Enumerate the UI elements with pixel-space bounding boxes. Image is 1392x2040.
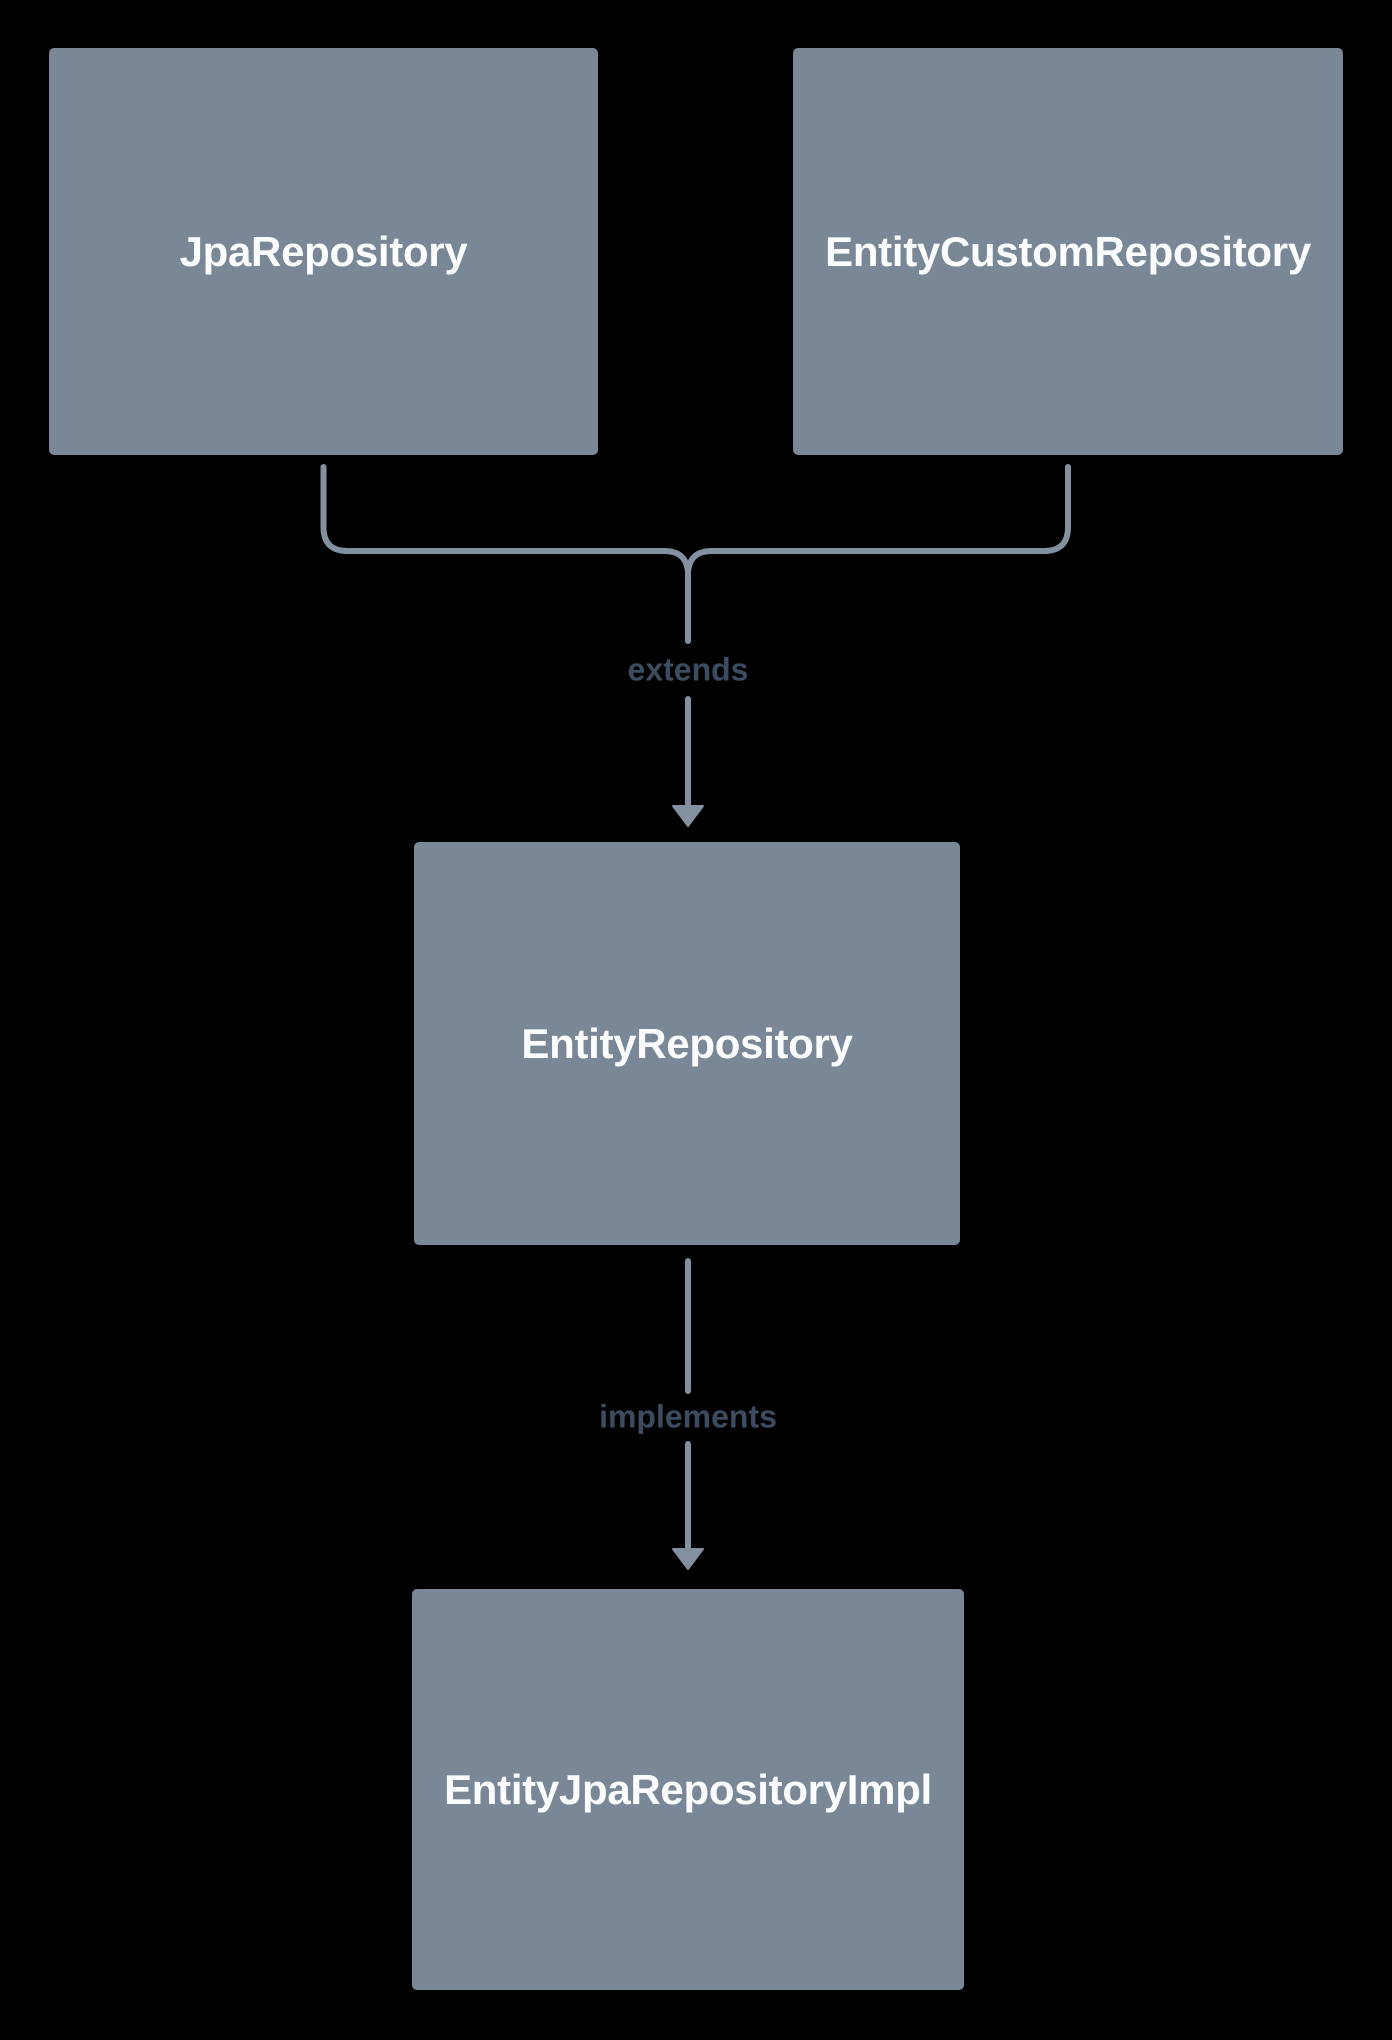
edge-extends-left-branch (320, 464, 691, 578)
node-entity-jpa-repository-impl: EntityJpaRepositoryImpl (412, 1589, 964, 1990)
node-label: EntityCustomRepository (825, 227, 1311, 275)
edge-label-implements: implements (599, 1398, 777, 1435)
edge-extends-right-branch (685, 464, 1071, 578)
node-label: EntityJpaRepositoryImpl (444, 1765, 932, 1813)
arrow-down-icon (672, 805, 704, 827)
node-label: EntityRepository (521, 1019, 853, 1067)
node-entity-repository: EntityRepository (414, 842, 960, 1245)
node-label: JpaRepository (179, 227, 468, 275)
arrow-down-icon (672, 1548, 704, 1570)
node-jpa-repository: JpaRepository (49, 48, 598, 455)
node-entity-custom-repository: EntityCustomRepository (793, 48, 1343, 455)
edge-label-extends: extends (627, 651, 749, 688)
